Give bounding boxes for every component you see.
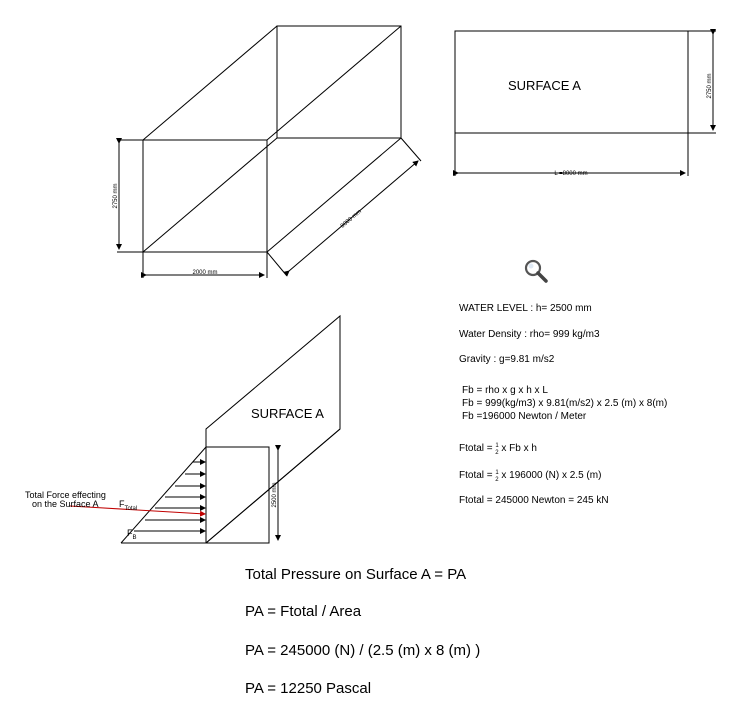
tank-box-drawing [116, 25, 422, 278]
pressure-line3: PA = 245000 (N) / (2.5 (m) x 8 (m) ) [245, 642, 480, 659]
pressure-line1: Total Pressure on Surface A = PA [245, 566, 466, 583]
box-height-label: 2750 mm [113, 183, 119, 208]
pressure-arrows [134, 459, 206, 534]
wall-drawing [120, 314, 341, 544]
wall-surface-a-label: SURFACE A [251, 406, 324, 421]
calculation-block: WATER LEVEL : h= 2500 mm Water Density :… [459, 303, 667, 506]
fb-formula-text: Fb = rho x g x h x L [462, 385, 548, 396]
surface-a-drawing [453, 29, 716, 176]
box-width-label: 2000 mm [192, 270, 217, 276]
pressure-line4: PA = 12250 Pascal [245, 680, 371, 697]
f-total-label: FTotal [119, 499, 137, 512]
force-caption-line1: Total Force effecting [25, 490, 106, 500]
water-height-label: 2500 mm [272, 482, 278, 507]
surface-a-height-label: 2750 mm [707, 73, 713, 98]
f-b-label: FB [127, 528, 137, 541]
magnifier-icon[interactable] [524, 259, 548, 283]
pressure-block: Total Pressure on Surface A = PA PA = Ft… [245, 566, 480, 697]
force-caption-line2: on the Surface A [32, 499, 99, 509]
water-density-text: Water Density : rho= 999 kg/m3 [459, 329, 600, 340]
ftotal-result-text: Ftotal = 245000 Newton = 245 kN [459, 495, 609, 506]
fb-result-text: Fb =196000 Newton / Meter [462, 411, 587, 422]
fb-substitution-text: Fb = 999(kg/m3) x 9.81(m/s2) x 2.5 (m) x… [462, 398, 667, 409]
water-level-text: WATER LEVEL : h= 2500 mm [459, 303, 592, 314]
pressure-line2: PA = Ftotal / Area [245, 603, 362, 620]
box-depth-label: 8000 mm [340, 209, 363, 230]
gravity-text: Gravity : g=9.81 m/s2 [459, 354, 555, 365]
surface-a-length-label: L =8000 mm [554, 171, 587, 177]
total-force-arrow [69, 505, 206, 517]
surface-a-label: SURFACE A [508, 78, 581, 93]
